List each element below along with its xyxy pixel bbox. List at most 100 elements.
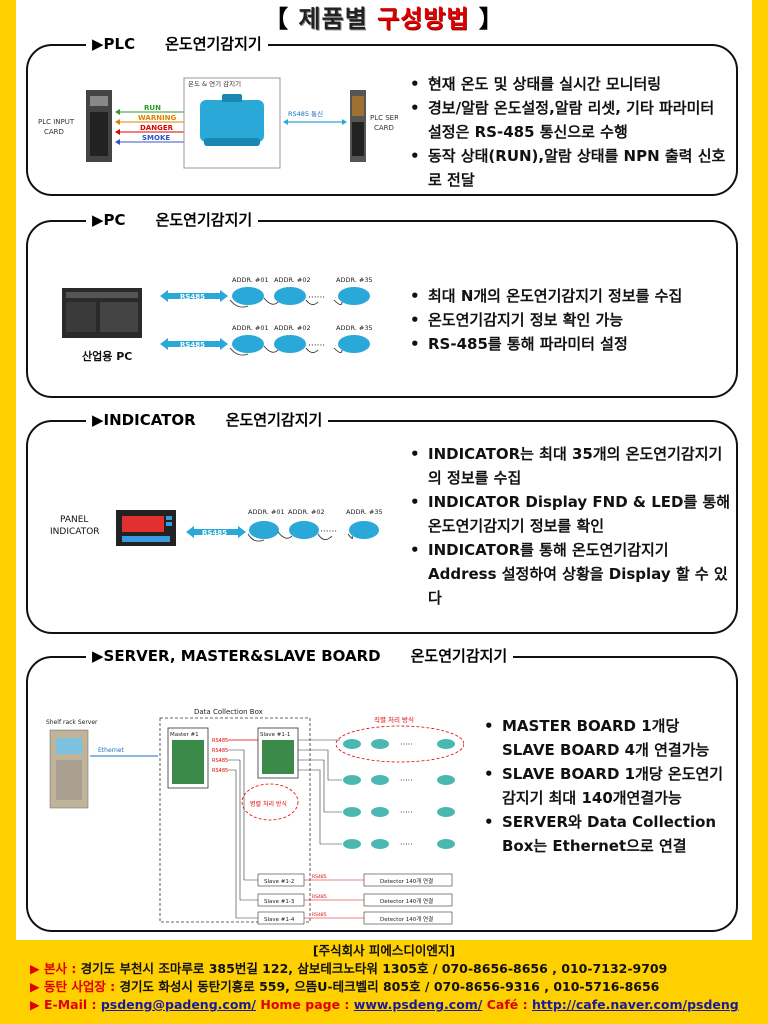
contact-links: ▶ E-Mail : psdeng@padeng.com/ Home page … — [30, 997, 739, 1012]
slave-label: Slave #1-4 — [264, 917, 295, 923]
detector-chain: ····· ····· ····· ····· — [343, 739, 455, 849]
slave-board-icon — [262, 740, 294, 774]
data-collection-box-title: Data Collection Box — [194, 708, 263, 716]
detector-icon — [338, 287, 370, 305]
signal-smoke: SMOKE — [142, 134, 170, 142]
plc-bullets: 현재 온도 및 상태를 실시간 모니터링 경보/알람 온도설정,알람 리셋, 기… — [408, 72, 728, 192]
rs485-label: RS485 — [180, 341, 205, 349]
homepage-link[interactable]: www.psdeng.com/ — [353, 997, 483, 1012]
signal-run: RUN — [144, 104, 161, 112]
panel-label-2: INDICATOR — [50, 527, 100, 537]
svg-text:RS485: RS485 — [212, 768, 228, 774]
addr-label: ADDR. #02 — [274, 276, 311, 284]
addr-label: ADDR. #35 — [336, 276, 373, 284]
pc-bullets: 최대 N개의 온도연기감지기 정보를 수집 온도연기감지기 정보 확인 가능 R… — [408, 284, 728, 356]
list-item: INDICATOR를 통해 온도연기감지기 Address 설정하여 상황을 D… — [408, 538, 734, 610]
master-label: Master #1 — [170, 732, 199, 738]
slave-label: Slave #1-2 — [264, 879, 294, 885]
server-bullets: MASTER BOARD 1개당 SLAVE BOARD 4개 연결가능 SLA… — [482, 714, 730, 858]
indicator-diagram: PANEL INDICATOR RS485 ADDR. #01 ADDR. #0… — [50, 508, 383, 546]
play-arrow-icon: ▶ — [92, 411, 104, 429]
svg-text:······: ······ — [308, 341, 325, 351]
addr-label: ADDR. #01 — [248, 508, 285, 516]
play-arrow-icon: ▶ — [92, 35, 104, 53]
list-item: 최대 N개의 온도연기감지기 정보를 수집 — [408, 284, 728, 308]
play-arrow-icon: ▶ — [92, 647, 104, 665]
panel-label-1: PANEL — [60, 515, 88, 525]
right-card-label-1: PLC SERIAL — [370, 114, 398, 122]
addr-label: ADDR. #01 — [232, 276, 269, 284]
svg-text:RS485: RS485 — [312, 912, 327, 918]
detector-box-label: Detector 140개 연결 — [380, 877, 433, 885]
list-item: SERVER와 Data Collection Box는 Ethernet으로 … — [482, 810, 730, 858]
rs485-label: RS485 — [202, 529, 227, 537]
svg-text:·····: ····· — [400, 776, 413, 785]
detector-icon — [349, 521, 379, 539]
branch-address: ▶ 동탄 사업장 : 경기도 화성시 동탄기흥로 559, 으뜸U-테크벨리 8… — [30, 979, 660, 994]
detector-icon — [249, 521, 279, 539]
rs485-link-label: RS485 통신 — [288, 109, 323, 118]
detector-icon — [232, 335, 264, 353]
right-card-label-2: CARD — [374, 124, 394, 132]
list-item: RS-485를 통해 파라미터 설정 — [408, 332, 728, 356]
cafe-link[interactable]: http://cafe.naver.com/psdeng — [531, 997, 739, 1012]
detector-icon — [274, 287, 306, 305]
addr-label: ADDR. #35 — [346, 508, 383, 516]
addr-label: ADDR. #02 — [288, 508, 325, 516]
detector-icon — [232, 287, 264, 305]
ethernet-label: Ethernet — [98, 747, 124, 754]
slave-label: Slave #1-3 — [264, 899, 295, 905]
detector-box-label: Detector 140개 연결 — [380, 897, 433, 905]
list-item: INDICATOR Display FND & LED를 통해 온도연기감지기 … — [408, 490, 734, 538]
slave-main-label: Slave #1-1 — [260, 732, 290, 738]
list-item: 경보/알람 온도설정,알람 리셋, 기타 파라미터 설정은 RS-485 통신으… — [408, 96, 728, 144]
svg-text:RS485: RS485 — [212, 748, 228, 754]
svg-text:·····: ····· — [400, 840, 413, 849]
left-card-label-2: CARD — [44, 128, 64, 136]
list-item: SLAVE BOARD 1개당 온도연기감지기 최대 140개연결가능 — [482, 762, 730, 810]
svg-text:······: ······ — [308, 293, 325, 303]
list-item: 현재 온도 및 상태를 실시간 모니터링 — [408, 72, 728, 96]
plc-diagram: PLC INPUT CARD RUN WARNING DANGER SMOKE … — [38, 77, 398, 169]
company-name: [주식회사 피에스디이엔지] — [312, 943, 456, 958]
detector-icon — [274, 335, 306, 353]
list-item: 온도연기감지기 정보 확인 가능 — [408, 308, 728, 332]
svg-text:······: ······ — [320, 527, 337, 537]
addr-label: ADDR. #02 — [274, 324, 311, 332]
hq-address: ▶ 본사 : 경기도 부천시 조마루로 385번길 122, 삼보테크노타워 1… — [30, 961, 668, 976]
signal-danger: DANGER — [140, 124, 174, 132]
list-item: 동작 상태(RUN),알람 상태를 NPN 출력 신호로 전달 — [408, 144, 728, 192]
svg-text:RS485: RS485 — [312, 894, 327, 900]
server-diagram: Shelf rack Server Ethernet Data Collecti… — [46, 708, 464, 925]
master-board-icon — [172, 740, 204, 784]
list-item: INDICATOR는 최대 35개의 온도연기감지기의 정보를 수집 — [408, 442, 734, 490]
svg-text:RS485: RS485 — [212, 738, 228, 744]
email-link[interactable]: psdeng@padeng.com/ — [100, 997, 256, 1012]
detector-icon — [338, 335, 370, 353]
signal-warning: WARNING — [138, 114, 177, 122]
detector-icon — [200, 100, 264, 142]
addr-label: ADDR. #01 — [232, 324, 269, 332]
detector-icon — [289, 521, 319, 539]
pc-diagram: 산업용 PC RS485 ADDR. #01 ADDR. #02 ADDR. #… — [62, 276, 373, 363]
svg-text:·····: ····· — [400, 740, 413, 749]
box-label: 온도 & 연기 감지기 — [188, 79, 241, 88]
indicator-bullets: INDICATOR는 최대 35개의 온도연기감지기의 정보를 수집 INDIC… — [408, 442, 734, 610]
addr-label: ADDR. #35 — [336, 324, 373, 332]
svg-text:RS485: RS485 — [312, 874, 327, 880]
page-title: 【 제품별 구성방법 】 — [264, 5, 504, 33]
svg-text:·····: ····· — [400, 808, 413, 817]
list-item: MASTER BOARD 1개당 SLAVE BOARD 4개 연결가능 — [482, 714, 730, 762]
detector-box-label: Detector 140개 연결 — [380, 915, 433, 923]
serial-label: 직렬 처리 방식 — [374, 715, 414, 724]
pc-label: 산업용 PC — [82, 349, 132, 363]
